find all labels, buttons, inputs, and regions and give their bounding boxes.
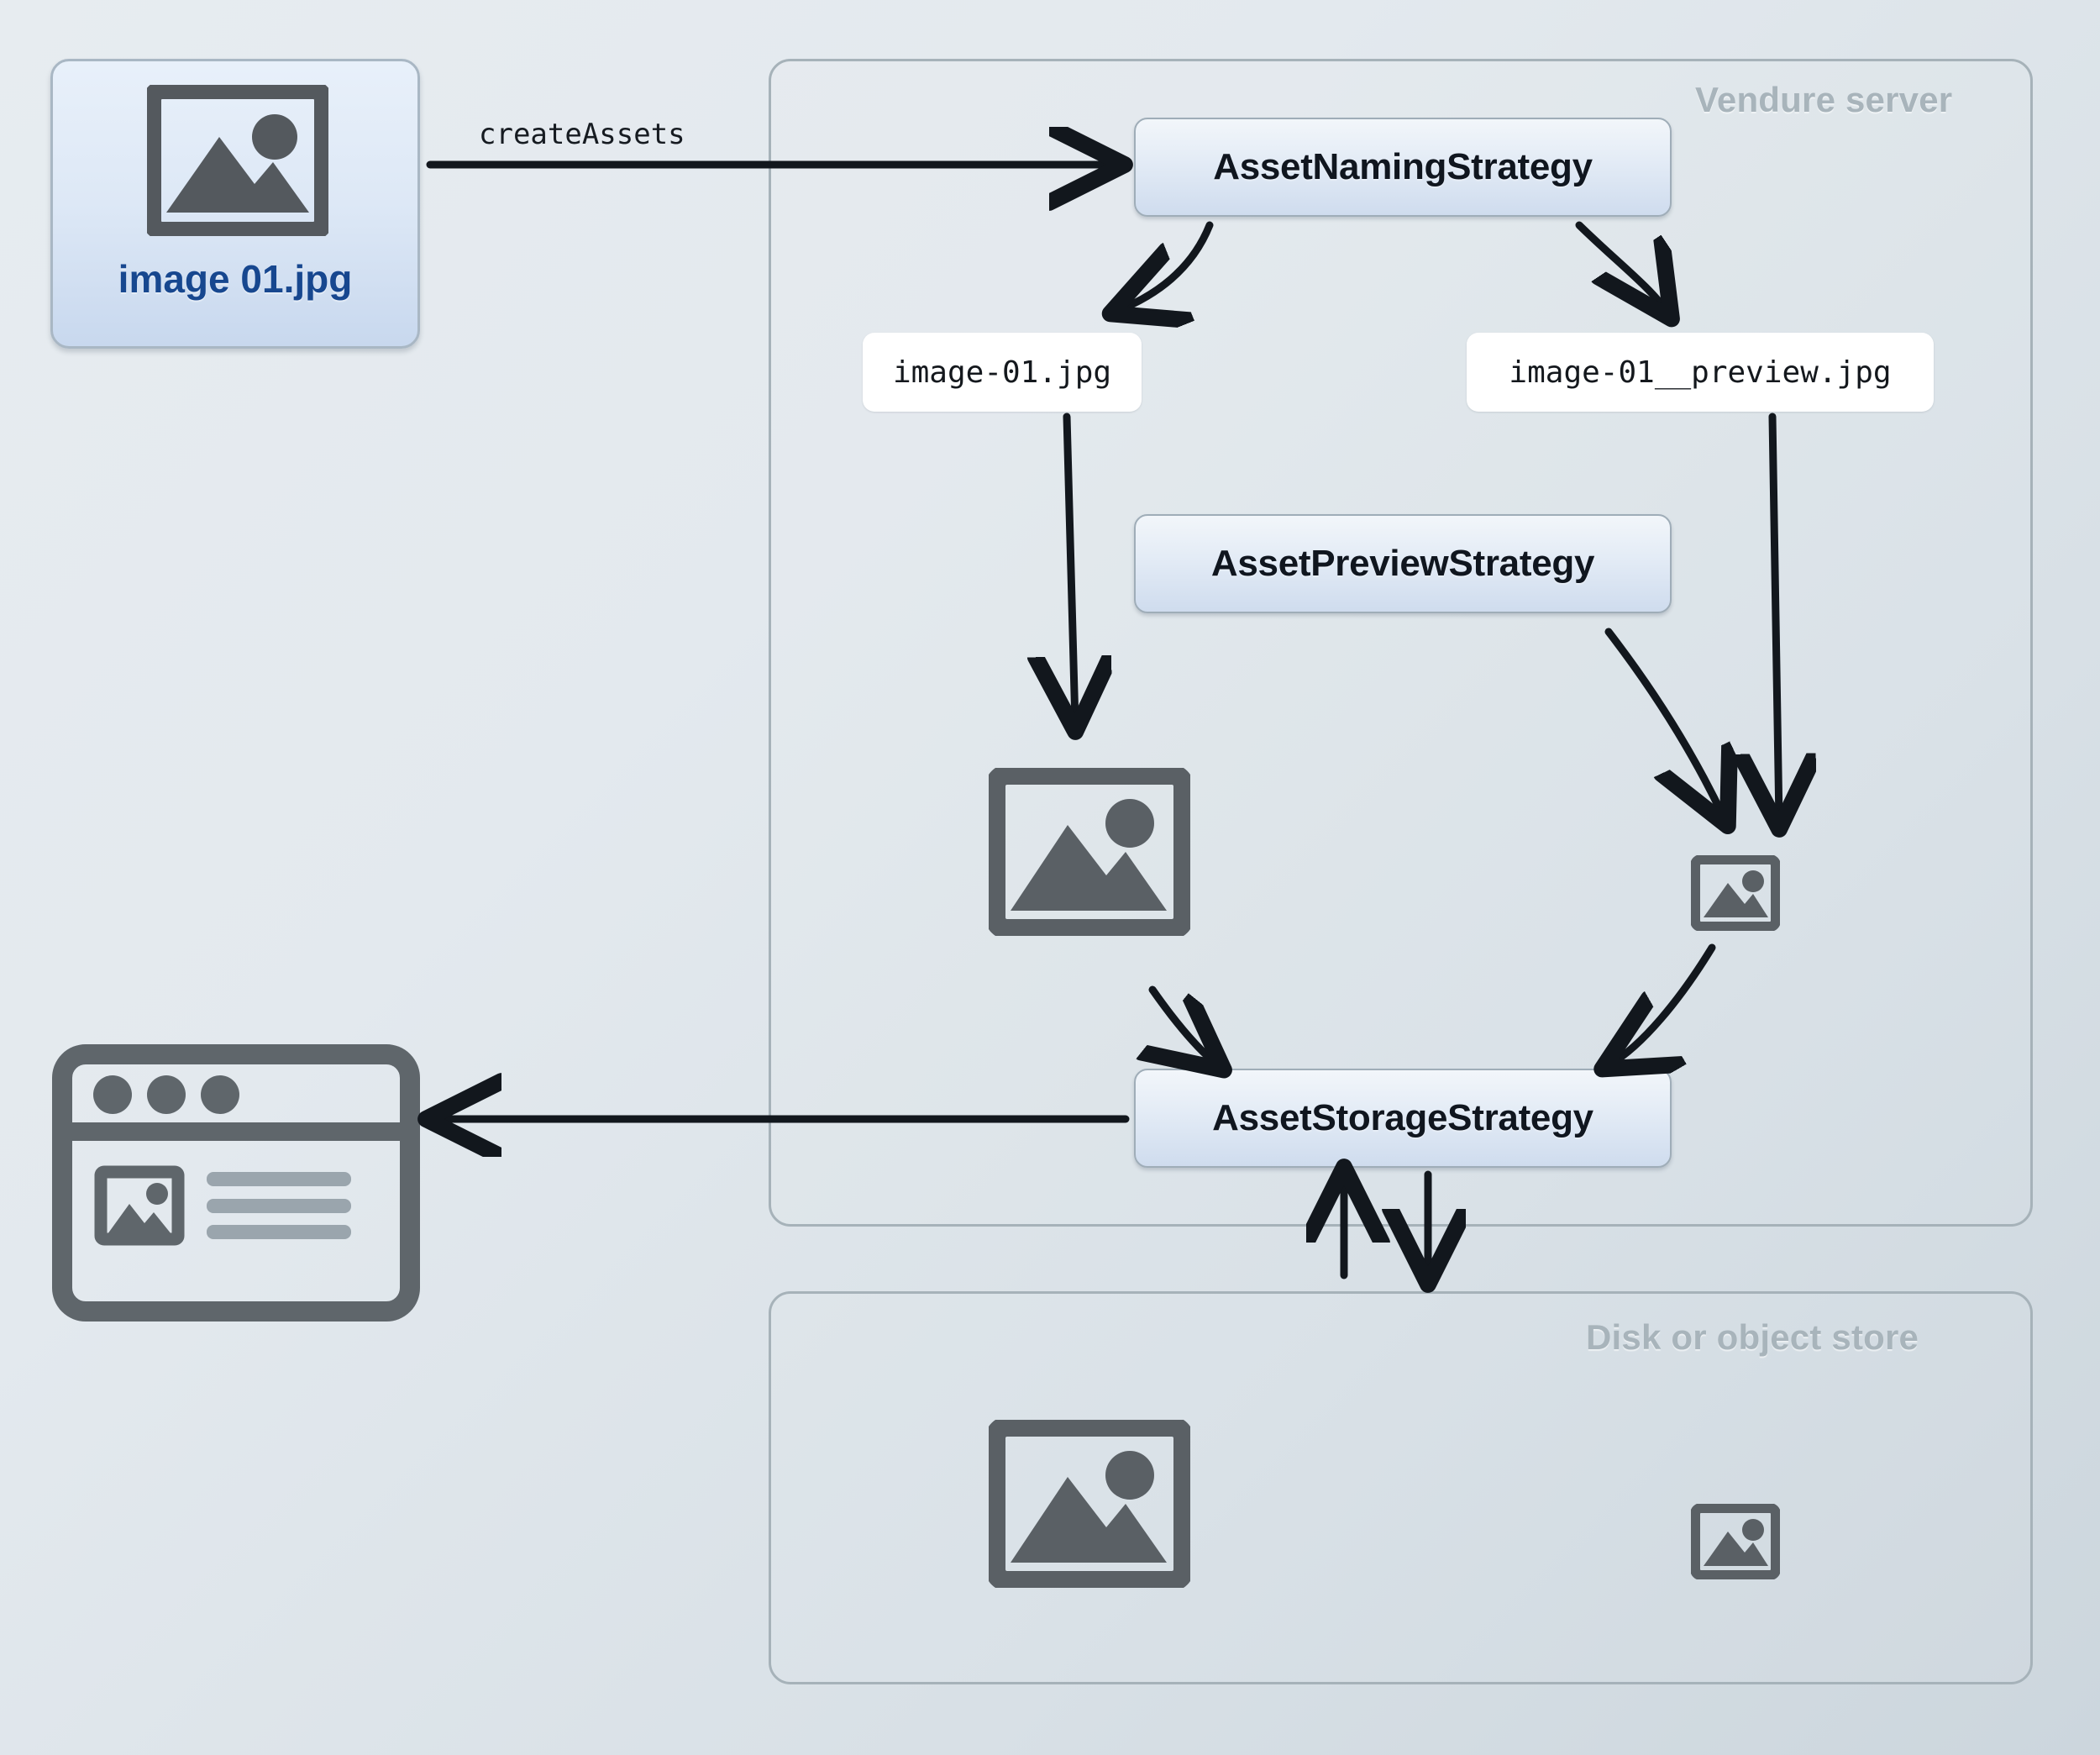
group-label-disk-store: Disk or object store	[1586, 1317, 1919, 1357]
image-placeholder-icon-server-full	[985, 765, 1194, 940]
browser-window-icon	[52, 1044, 420, 1326]
group-box-vendure-server	[769, 59, 2033, 1227]
source-asset-card[interactable]: image 01.jpg	[50, 59, 420, 349]
source-asset-label: image 01.jpg	[118, 257, 353, 301]
image-placeholder-icon	[143, 81, 333, 240]
filename-chip-source: image-01.jpg	[863, 333, 1142, 412]
asset-naming-strategy-label: AssetNamingStrategy	[1213, 146, 1593, 187]
asset-storage-strategy-box[interactable]: AssetStorageStrategy	[1134, 1069, 1672, 1168]
asset-naming-strategy-box[interactable]: AssetNamingStrategy	[1134, 118, 1672, 217]
image-placeholder-icon-disk-full	[985, 1416, 1194, 1592]
asset-preview-strategy-box[interactable]: AssetPreviewStrategy	[1134, 514, 1672, 613]
image-placeholder-small-icon-disk-preview	[1690, 1503, 1781, 1584]
group-label-vendure-server: Vendure server	[1695, 80, 1953, 119]
asset-storage-strategy-label: AssetStorageStrategy	[1212, 1097, 1593, 1138]
filename-chip-preview: image-01__preview.jpg	[1467, 333, 1934, 412]
asset-preview-strategy-label: AssetPreviewStrategy	[1210, 543, 1595, 584]
group-box-disk-store	[769, 1291, 2033, 1684]
create-assets-label: createAssets	[479, 118, 685, 151]
image-placeholder-small-icon-server-preview	[1690, 854, 1781, 935]
filename-source-text: image-01.jpg	[892, 355, 1112, 390]
filename-preview-text: image-01__preview.jpg	[1509, 355, 1892, 390]
